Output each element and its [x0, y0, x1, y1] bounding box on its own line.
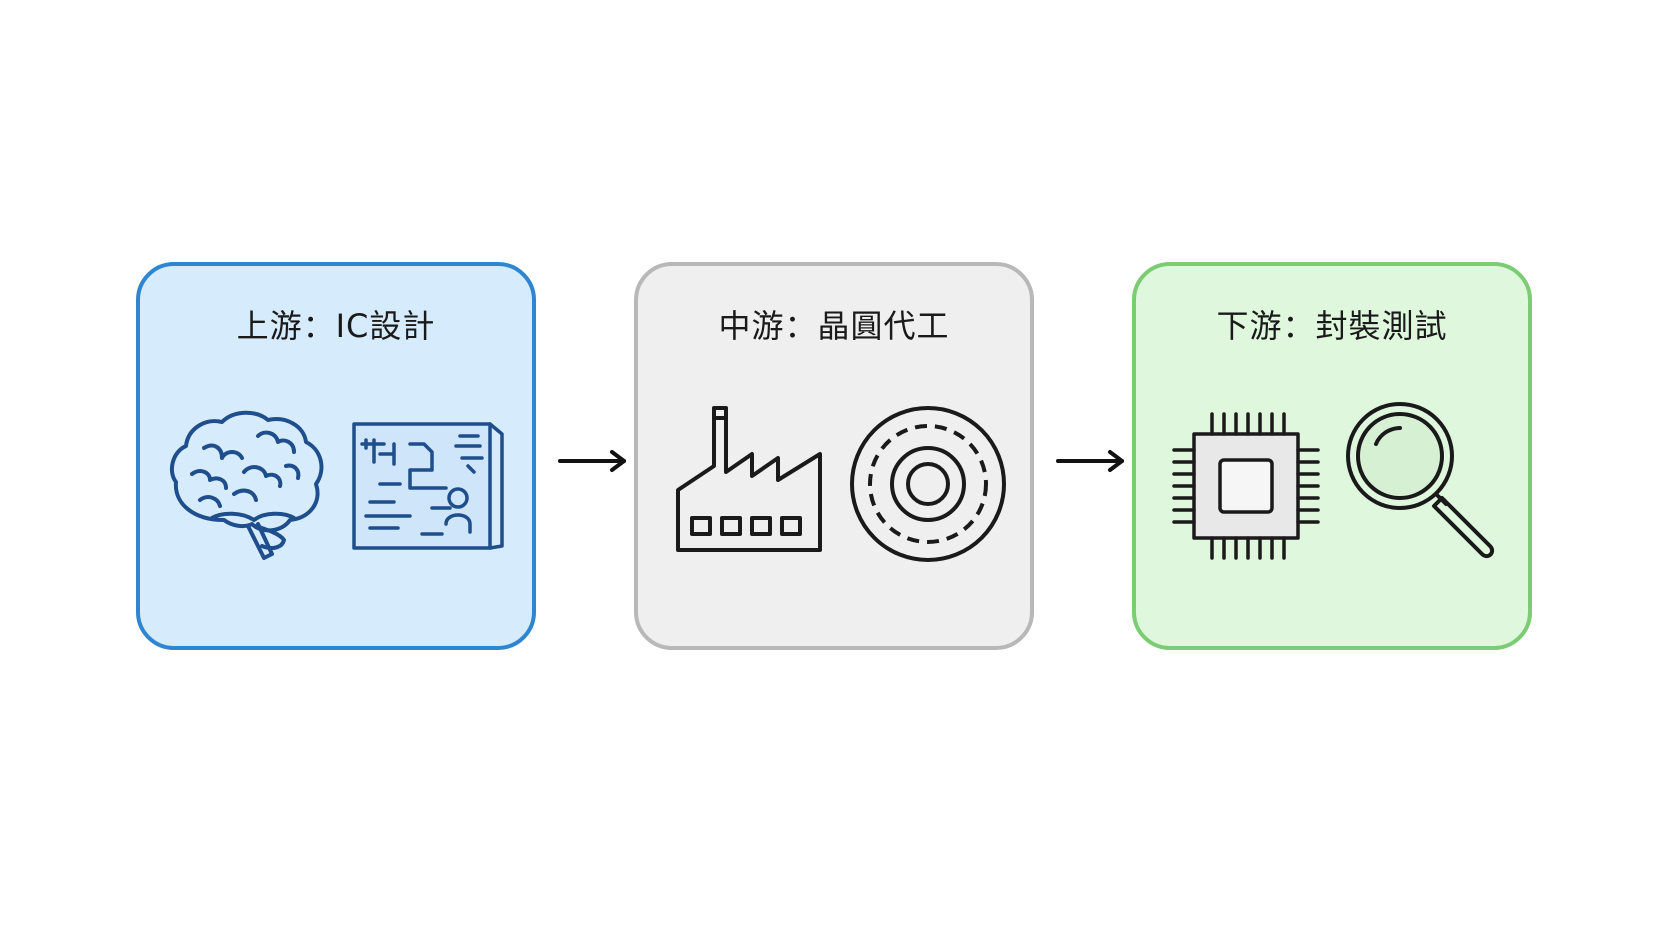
stage-title-midstream: 中游：晶圓代工	[718, 307, 950, 345]
stage-title-downstream: 下游：封裝測試	[1216, 307, 1448, 345]
chip-icon	[1168, 410, 1324, 562]
wafer-icon	[848, 404, 1008, 564]
arrow-right-icon	[556, 448, 630, 478]
stage-card-upstream: 上游：IC設計	[136, 262, 536, 650]
stage-card-downstream: 下游：封裝測試	[1132, 262, 1532, 650]
arrow-right-icon	[1054, 448, 1128, 478]
brain-icon	[164, 408, 330, 564]
stage-card-midstream: 中游：晶圓代工	[634, 262, 1034, 650]
factory-icon	[674, 402, 826, 558]
stage-title-upstream: 上游：IC設計	[236, 307, 436, 345]
magnifier-icon	[1342, 398, 1504, 562]
circuit-blueprint-icon	[350, 418, 506, 554]
